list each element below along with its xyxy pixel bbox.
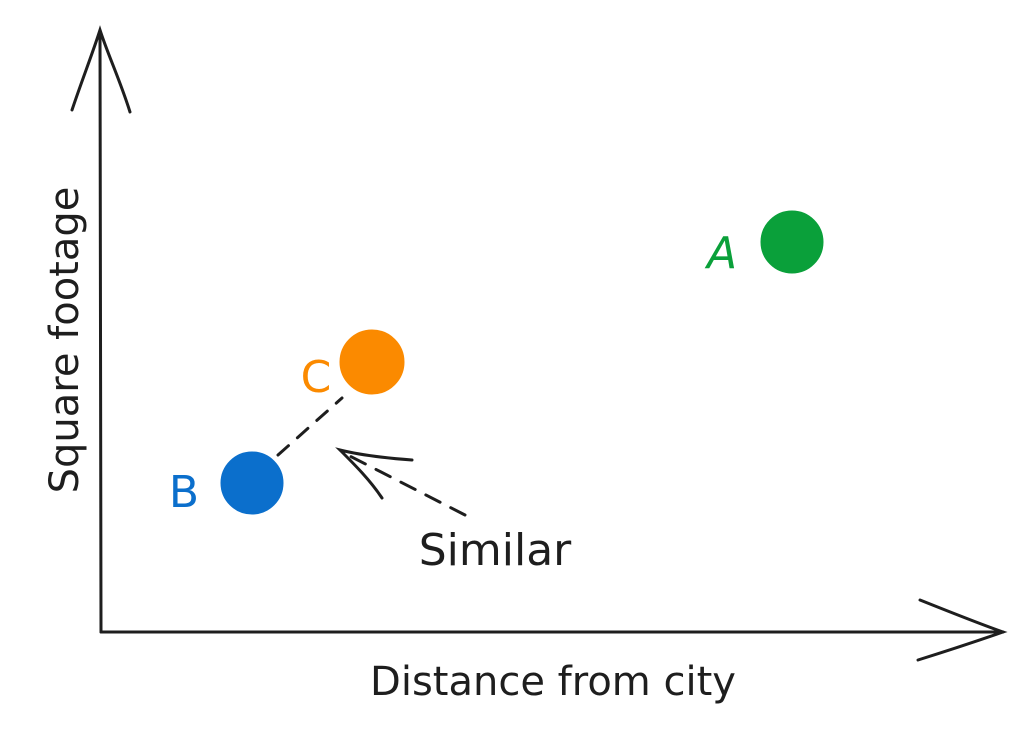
x-axis [99,598,1008,662]
y-axis [70,25,132,634]
x-axis-label: Distance from city [370,659,736,705]
y-axis-label: Square footage [42,187,88,494]
x-axis-arrowhead-icon [916,598,1008,662]
arrowhead-icon [335,447,414,500]
point-b-label: B [169,467,199,518]
similarity-dashed-line [276,396,344,457]
point-c[interactable]: C [301,329,405,403]
similar-label: Similar [419,525,572,576]
similar-arrow [335,447,467,517]
point-a[interactable]: A [704,210,824,279]
point-b[interactable]: B [169,451,284,518]
point-c-label: C [301,352,332,403]
y-axis-arrowhead-icon [70,25,132,114]
point-a-label: A [704,228,737,279]
